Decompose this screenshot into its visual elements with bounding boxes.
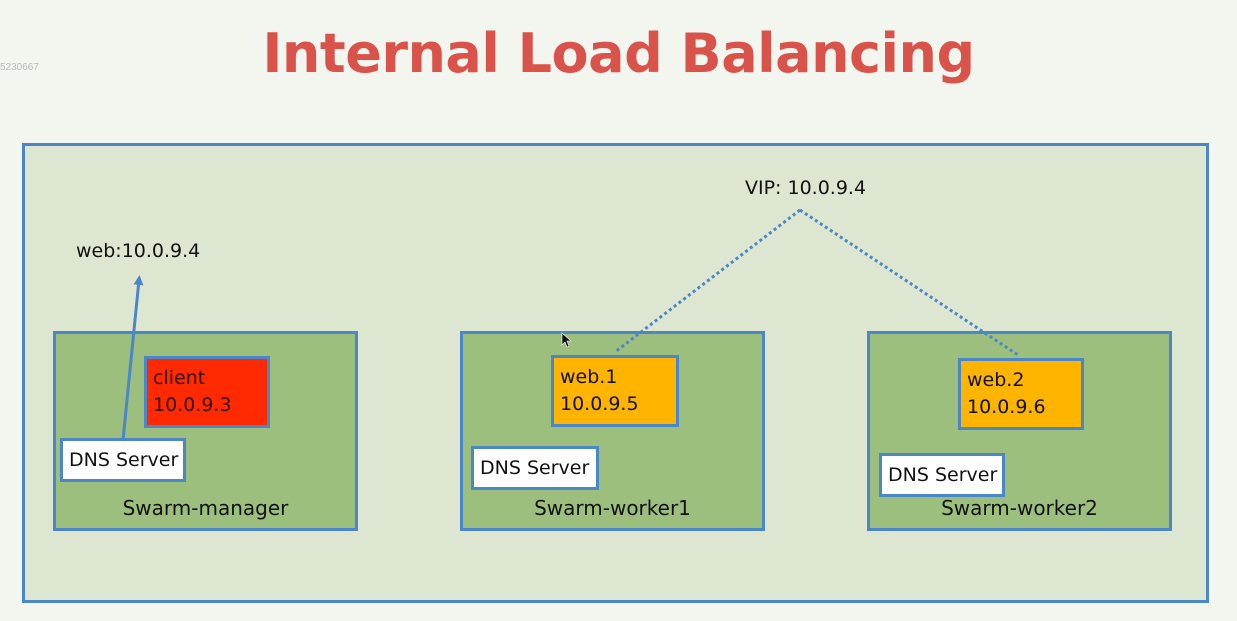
dns-lookup-label: web:10.0.9.4 xyxy=(76,240,201,262)
node-swarm-worker2: web.2 10.0.9.6 DNS Server Swarm-worker2 xyxy=(867,331,1172,531)
dns-lookup-arrow xyxy=(121,275,144,441)
container-web1: web.1 10.0.9.5 xyxy=(551,355,679,427)
container-client: client 10.0.9.3 xyxy=(144,356,270,428)
node-swarm-worker1: web.1 10.0.9.5 DNS Server Swarm-worker1 xyxy=(460,331,765,531)
container-ip: 10.0.9.3 xyxy=(153,394,232,416)
dns-server-box: DNS Server xyxy=(471,446,599,490)
vip-link-web2 xyxy=(799,208,1019,357)
node-label: Swarm-worker1 xyxy=(534,496,691,520)
container-name: web.2 xyxy=(967,369,1025,391)
vip-label: VIP: 10.0.9.4 xyxy=(745,177,867,199)
container-web2: web.2 10.0.9.6 xyxy=(958,358,1084,430)
mouse-cursor-icon xyxy=(561,332,572,348)
container-name: client xyxy=(153,367,206,389)
container-name: web.1 xyxy=(560,366,618,388)
node-label: Swarm-worker2 xyxy=(941,496,1098,520)
vip-link-web1 xyxy=(614,208,801,354)
page-title: Internal Load Balancing xyxy=(262,22,975,85)
watermark-text: 5230667 xyxy=(0,62,39,73)
dns-server-box: DNS Server xyxy=(879,453,1005,497)
container-ip: 10.0.9.5 xyxy=(560,393,639,415)
node-label: Swarm-manager xyxy=(122,496,289,520)
container-ip: 10.0.9.6 xyxy=(967,396,1046,418)
